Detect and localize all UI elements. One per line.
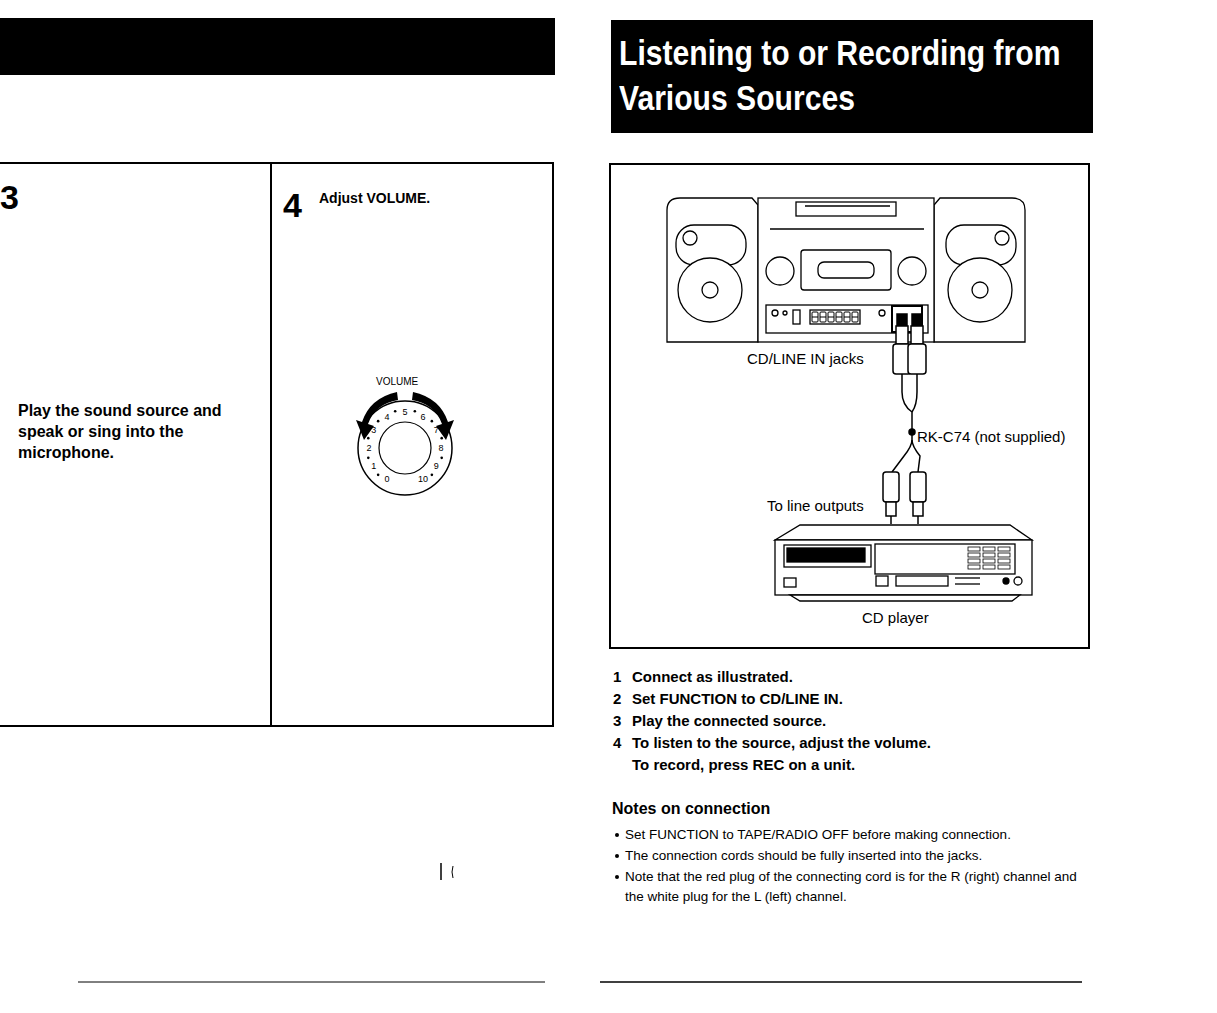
page-rule xyxy=(78,982,545,983)
part-label: To line outputs xyxy=(767,497,864,514)
stray-mark xyxy=(452,866,453,878)
step-text: Set FUNCTION to CD/LINE IN. xyxy=(632,690,843,707)
step-number: 4 xyxy=(613,734,621,751)
scale-number: 5 xyxy=(402,407,407,417)
scale-number: 8 xyxy=(438,443,443,453)
step-number: 1 xyxy=(613,668,621,685)
part-label: RK-C74 (not supplied) xyxy=(917,428,1065,445)
step-number: 3 xyxy=(613,712,621,729)
volume-knob xyxy=(356,392,454,495)
cd-player xyxy=(775,525,1032,601)
bullet-dot xyxy=(615,875,619,879)
step-text: To record, press REC on a unit. xyxy=(632,756,855,773)
note-text: Note that the red plug of the connecting… xyxy=(625,867,1090,907)
step-number: 2 xyxy=(613,690,621,707)
scale-number: 4 xyxy=(384,412,389,422)
scale-number: 10 xyxy=(418,474,428,484)
knob-label: VOLUME xyxy=(376,376,418,387)
notes-heading: Notes on connection xyxy=(612,800,770,818)
step-text: Play the sound source and speak or sing … xyxy=(18,400,258,463)
part-label: CD player xyxy=(862,609,929,626)
note-text: The connection cords should be fully ins… xyxy=(625,846,1090,866)
step-number: 4 xyxy=(283,186,302,225)
step-text: To listen to the source, adjust the volu… xyxy=(632,734,931,751)
display-digits xyxy=(812,312,858,322)
note-text: Set FUNCTION to TAPE/RADIO OFF before ma… xyxy=(625,825,1090,845)
step-panel: 4 Adjust VOLUME. xyxy=(270,162,554,727)
scale-number: 2 xyxy=(366,443,371,453)
step-panel: 3Play the sound source and speak or sing… xyxy=(0,162,272,727)
scale-number: 3 xyxy=(371,425,376,435)
step-text: Adjust VOLUME. xyxy=(319,190,430,206)
illustration-frame xyxy=(610,164,1089,648)
title-text: Listening to or Recording from Various S… xyxy=(619,30,1093,120)
bullet-dot xyxy=(615,854,619,858)
bullet-dot xyxy=(615,833,619,837)
title-band: Listening to or Recording from Various S… xyxy=(611,20,1093,133)
scale-number: 7 xyxy=(434,425,439,435)
cd-buttons xyxy=(968,547,1010,569)
scale-number: 9 xyxy=(434,461,439,471)
step-number: 3 xyxy=(0,178,19,217)
scale-number: 1 xyxy=(371,461,376,471)
step-text: Play the connected source. xyxy=(632,712,826,729)
connecting-cord xyxy=(883,314,926,524)
scale-number: 6 xyxy=(420,412,425,422)
header-bar xyxy=(0,18,555,75)
page-rule xyxy=(600,981,1082,983)
scale-number: 0 xyxy=(384,474,389,484)
part-label: CD/LINE IN jacks xyxy=(747,350,864,367)
step-text: Connect as illustrated. xyxy=(632,668,793,685)
boombox xyxy=(667,198,1025,342)
stray-mark xyxy=(440,863,442,880)
